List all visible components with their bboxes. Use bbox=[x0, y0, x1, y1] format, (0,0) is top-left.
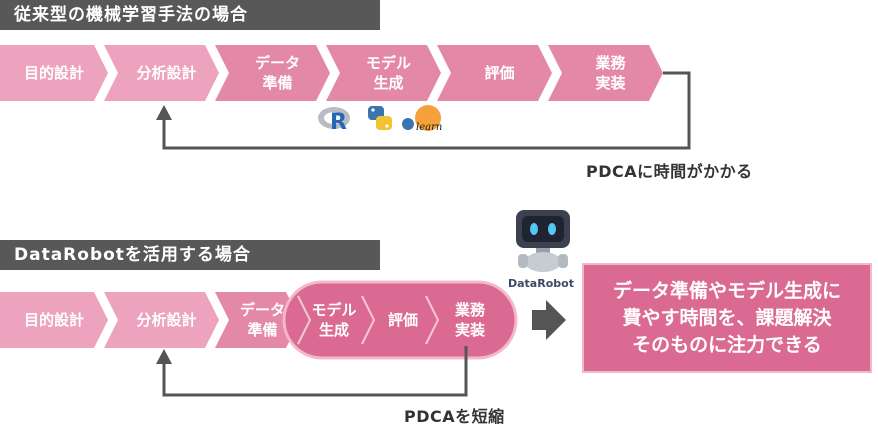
step1-analysis-design: 分析設計 bbox=[104, 45, 219, 101]
step2-analysis-design: 分析設計 bbox=[104, 292, 219, 348]
right-arrow-icon bbox=[532, 300, 566, 340]
section1-title: 従来型の機械学習手法の場合 bbox=[0, 0, 380, 30]
python-logo-icon bbox=[368, 106, 392, 130]
step1-deployment: 業務 実装 bbox=[548, 45, 663, 101]
sklearn-logo-text: learn bbox=[416, 122, 442, 133]
section2-caption: PDCAを短縮 bbox=[404, 407, 505, 426]
step2-data-preparation: データ 準備 bbox=[215, 292, 300, 348]
svg-text:R: R bbox=[330, 110, 347, 135]
step1-objective-design: 目的設計 bbox=[0, 45, 108, 101]
step2-evaluation: 評価 bbox=[362, 294, 434, 346]
step2-deployment: 業務 実装 bbox=[426, 294, 504, 346]
scikit-learn-logo-icon: learn bbox=[402, 105, 442, 133]
step1-data-preparation: データ 準備 bbox=[215, 45, 330, 101]
section2-feedback-arrow bbox=[156, 346, 468, 397]
result-box: データ準備やモデル生成に 費やす時間を、課題解決 そのものに注力できる bbox=[582, 263, 872, 373]
step2-objective-design: 目的設計 bbox=[0, 292, 108, 348]
datarobot-label: DataRobot bbox=[508, 277, 574, 290]
tool-logos: R learn bbox=[316, 100, 456, 144]
datarobot-robot-icon bbox=[516, 210, 570, 272]
step2-model-generation: モデル 生成 bbox=[298, 294, 370, 346]
step1-evaluation: 評価 bbox=[437, 45, 552, 101]
section1-caption: PDCAに時間がかかる bbox=[586, 162, 753, 181]
section2-title: DataRobotを活用する場合 bbox=[0, 240, 380, 270]
step1-model-generation: モデル 生成 bbox=[326, 45, 441, 101]
r-python-sklearn-logos: R learn bbox=[318, 105, 442, 135]
